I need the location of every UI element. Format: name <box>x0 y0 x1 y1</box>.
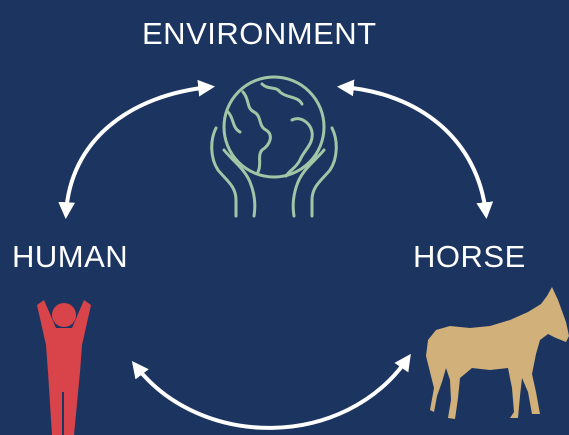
arrow-environment-horse <box>336 79 494 220</box>
globe-in-hands-icon <box>210 75 338 218</box>
horse-label: HORSE <box>413 239 526 274</box>
horse-icon <box>426 287 569 419</box>
arrow-human-horse <box>131 353 411 430</box>
arrow-human-environment <box>58 79 216 220</box>
human-label: HUMAN <box>12 239 129 274</box>
environment-label: ENVIRONMENT <box>142 16 377 51</box>
person-arms-raised-icon <box>37 300 91 435</box>
